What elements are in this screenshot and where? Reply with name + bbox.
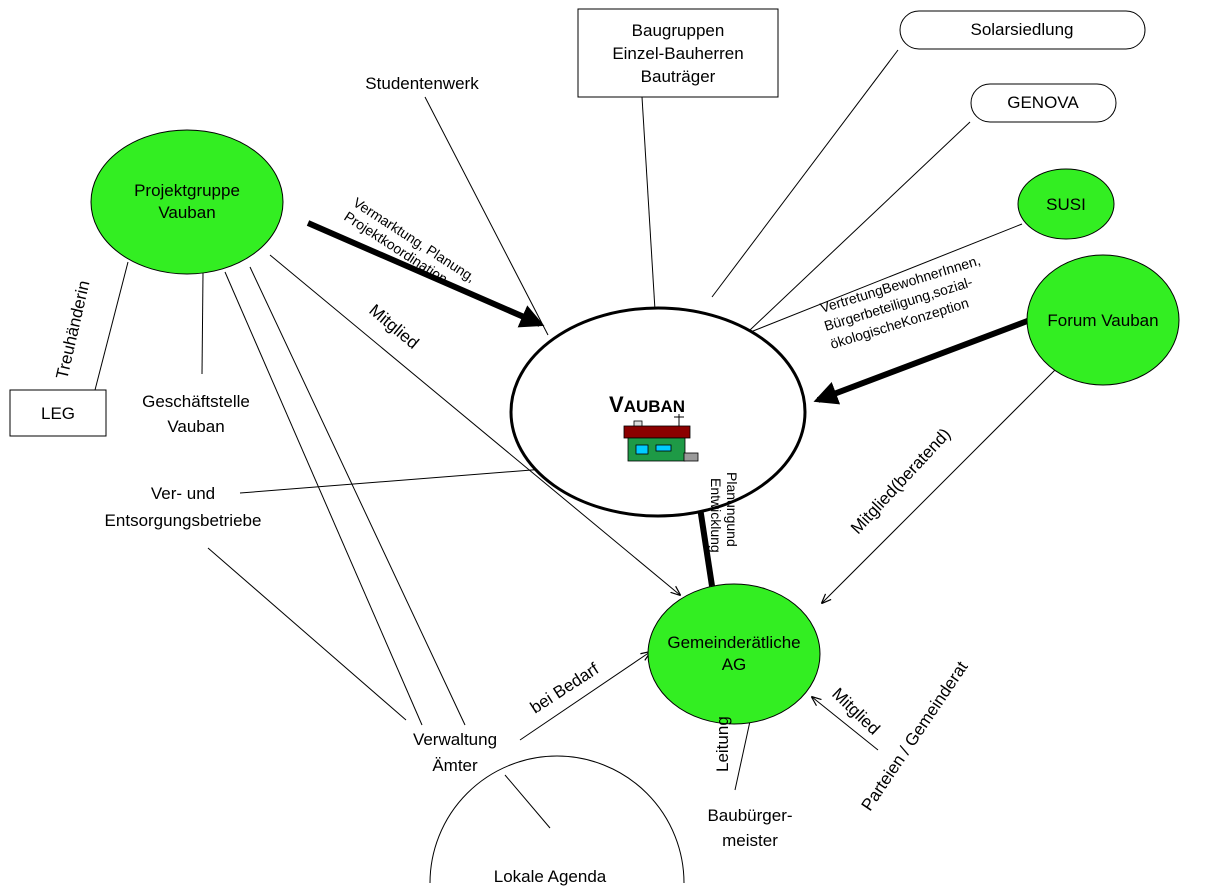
svg-text:Mitglied: Mitglied <box>365 301 422 353</box>
node-parteien: Parteien / Gemeinderat <box>858 658 972 815</box>
connector-lines <box>94 49 1059 829</box>
svg-text:SUSI: SUSI <box>1046 195 1086 214</box>
node-projektgruppe: Projektgruppe Vauban <box>90 129 284 275</box>
node-forum-vauban: Forum Vauban <box>1026 254 1180 386</box>
edge-label-mitglied-projektgruppe: Mitglied <box>365 301 422 353</box>
svg-text:bei Bedarf: bei Bedarf <box>527 659 603 717</box>
node-studentenwerk: Studentenwerk <box>365 74 479 93</box>
svg-text:Mitglied(beratend): Mitglied(beratend) <box>847 425 954 538</box>
svg-text:Forum Vauban: Forum Vauban <box>1047 311 1158 330</box>
node-susi: SUSI <box>1017 168 1115 240</box>
svg-text:Studentenwerk: Studentenwerk <box>365 74 479 93</box>
svg-text:Mitglied: Mitglied <box>828 684 883 738</box>
svg-text:GENOVA: GENOVA <box>1007 93 1079 112</box>
edge-ver-entsorgung-verwaltung <box>207 547 407 721</box>
svg-text:meister: meister <box>722 831 778 850</box>
svg-text:Lokale Agenda: Lokale Agenda <box>494 867 607 886</box>
svg-text:Einzel-Bauherren: Einzel-Bauherren <box>612 44 743 63</box>
edge-projektgruppe-leg <box>94 261 129 391</box>
svg-text:Projektgruppe: Projektgruppe <box>134 181 240 200</box>
edge-label-mitglied-parteien: Mitglied <box>828 684 883 738</box>
edge-label-mitglied-beratend: Mitglied(beratend) <box>847 425 954 538</box>
node-verwaltung: Verwaltung Ämter <box>413 730 497 775</box>
svg-text:Bauträger: Bauträger <box>641 67 716 86</box>
edge-genova-vauban <box>749 121 971 331</box>
svg-text:Vauban: Vauban <box>167 417 224 436</box>
svg-text:Baugruppen: Baugruppen <box>632 21 725 40</box>
svg-text:Entwicklung: Entwicklung <box>708 478 724 553</box>
edge-verwaltung-lokale-agenda <box>504 774 551 829</box>
house-roof <box>623 425 691 439</box>
node-gemeinderat-ag: Gemeinderätliche AG <box>647 583 821 725</box>
node-baubuergermeister: Baubürger- meister <box>707 806 792 850</box>
svg-text:Parteien / Gemeinderat: Parteien / Gemeinderat <box>858 658 972 815</box>
svg-text:Verwaltung: Verwaltung <box>413 730 497 749</box>
edge-projektgruppe-gemeinderat-ag <box>269 254 680 595</box>
edge-forum-gemeinderat-ag <box>822 366 1059 603</box>
svg-text:Leitung: Leitung <box>713 716 732 772</box>
edge-baubuergermeister-gemeinderat-ag <box>734 712 752 791</box>
edge-label-vertretung: VertretungBewohnerInnen, Bürgerbeteiligu… <box>818 252 982 352</box>
vauban-ellipse <box>509 306 807 518</box>
edge-projektgruppe-verwaltung-2 <box>224 271 423 726</box>
node-leg: LEG <box>9 389 107 437</box>
house-icon <box>623 414 699 462</box>
node-lokale-agenda: Lokale Agenda <box>429 755 685 886</box>
svg-text:Treuhänderin: Treuhänderin <box>52 279 93 381</box>
node-solarsiedlung: Solarsiedlung <box>899 10 1146 50</box>
vauban-title: VAUBAN <box>609 392 685 417</box>
svg-text:Vauban: Vauban <box>158 203 215 222</box>
edge-verwaltung-gemeinderat-ag <box>519 652 650 741</box>
edge-label-bei-bedarf: bei Bedarf <box>527 659 603 717</box>
node-baugruppen: Baugruppen Einzel-Bauherren Bauträger <box>577 8 779 98</box>
svg-text:Entsorgungsbetriebe: Entsorgungsbetriebe <box>105 511 262 530</box>
edge-forum-vauban-thick <box>813 317 1032 405</box>
svg-text:Solarsiedlung: Solarsiedlung <box>970 20 1073 39</box>
edge-susi-vauban <box>747 223 1023 334</box>
edge-studentenwerk-vauban <box>424 96 549 336</box>
node-geschaeftsstelle: Geschäftstelle Vauban <box>142 392 250 436</box>
node-genova: GENOVA <box>970 83 1117 123</box>
edge-parteien-gemeinderat-ag <box>812 697 879 751</box>
vauban-center: VAUBAN <box>509 306 807 518</box>
edge-label-treuhaenderin: Treuhänderin <box>52 279 93 381</box>
svg-text:LEG: LEG <box>41 404 75 423</box>
svg-text:Ver- und: Ver- und <box>151 484 215 503</box>
edge-solarsiedlung-vauban <box>711 49 899 298</box>
svg-text:Gemeinderätliche: Gemeinderätliche <box>667 633 800 652</box>
svg-text:Ämter: Ämter <box>432 756 478 775</box>
svg-text:Planungund: Planungund <box>724 472 740 547</box>
svg-text:Geschäftstelle: Geschäftstelle <box>142 392 250 411</box>
svg-text:Baubürger-: Baubürger- <box>707 806 792 825</box>
svg-text:AG: AG <box>722 655 747 674</box>
edge-label-vermarktung: Vermarktung, Planung, Projektkoordinatio… <box>341 194 478 287</box>
edge-label-leitung: Leitung <box>713 716 732 772</box>
node-ver-entsorgung: Ver- und Entsorgungsbetriebe <box>105 484 262 530</box>
edge-projektgruppe-vauban-thick <box>306 220 545 328</box>
edge-projektgruppe-geschaeftsstelle <box>201 272 204 375</box>
edge-label-planung: Planungund Entwicklung <box>708 472 740 553</box>
edge-baugruppen-vauban <box>641 96 656 311</box>
edge-projektgruppe-verwaltung <box>249 266 466 726</box>
